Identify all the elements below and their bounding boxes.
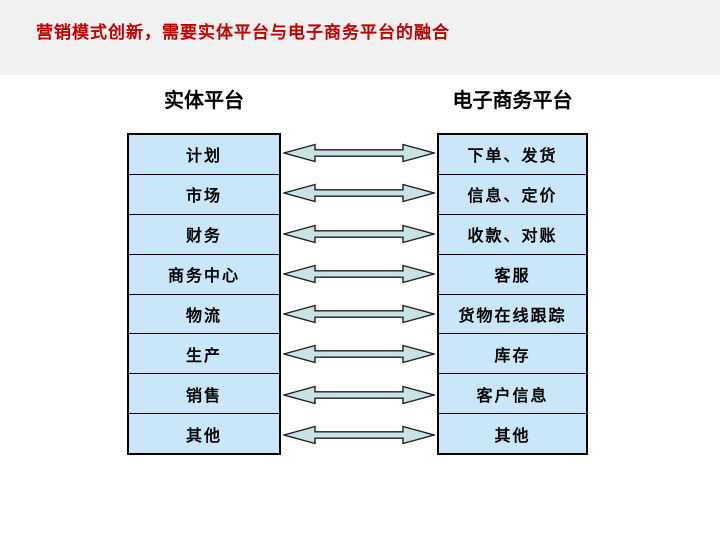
- slide-title: 营销模式创新，需要实体平台与电子商务平台的融合: [36, 23, 450, 42]
- table-row: 财务: [129, 213, 279, 254]
- ecommerce-platform-column: 下单、发货 信息、定价 收款、对账 客服 货物在线跟踪 库存 客户信息 其他: [437, 133, 588, 455]
- left-column-header: 实体平台: [164, 90, 244, 112]
- table-row: 计划: [185, 148, 222, 166]
- double-headed-arrow-icon: [281, 415, 437, 455]
- table-row: 其他: [439, 413, 586, 453]
- double-headed-arrow-icon: [281, 334, 437, 374]
- table-row: 信息、定价: [439, 173, 586, 214]
- table-row: 客户信息: [439, 373, 586, 413]
- table-row: 物流: [129, 293, 279, 334]
- double-headed-arrow-icon: [281, 375, 437, 415]
- physical-platform-column: 计划 市场 财务 商务中心 物流 生产 销售 其他: [127, 133, 281, 455]
- table-row: 客服: [439, 253, 586, 294]
- double-headed-arrow-icon: [281, 254, 437, 294]
- table-row: 销售: [129, 373, 279, 413]
- double-headed-arrow-icon: [281, 173, 437, 213]
- table-row: 收款、对账: [439, 213, 586, 254]
- table-row: 库存: [439, 333, 586, 373]
- double-headed-arrow-icon: [281, 294, 437, 334]
- double-headed-arrow-icon: [281, 133, 437, 173]
- table-row: 下单、发货: [467, 148, 558, 166]
- table-row: 商务中心: [129, 253, 279, 294]
- right-column-header: 电子商务平台: [452, 90, 573, 112]
- table-row: 生产: [129, 333, 279, 373]
- table-row: 市场: [129, 173, 279, 214]
- title-band: 营销模式创新，需要实体平台与电子商务平台的融合: [0, 0, 720, 75]
- arrow-connectors: [281, 133, 437, 455]
- double-headed-arrow-icon: [281, 214, 437, 254]
- table-row: 其他: [129, 413, 279, 453]
- table-row: 货物在线跟踪: [439, 293, 586, 334]
